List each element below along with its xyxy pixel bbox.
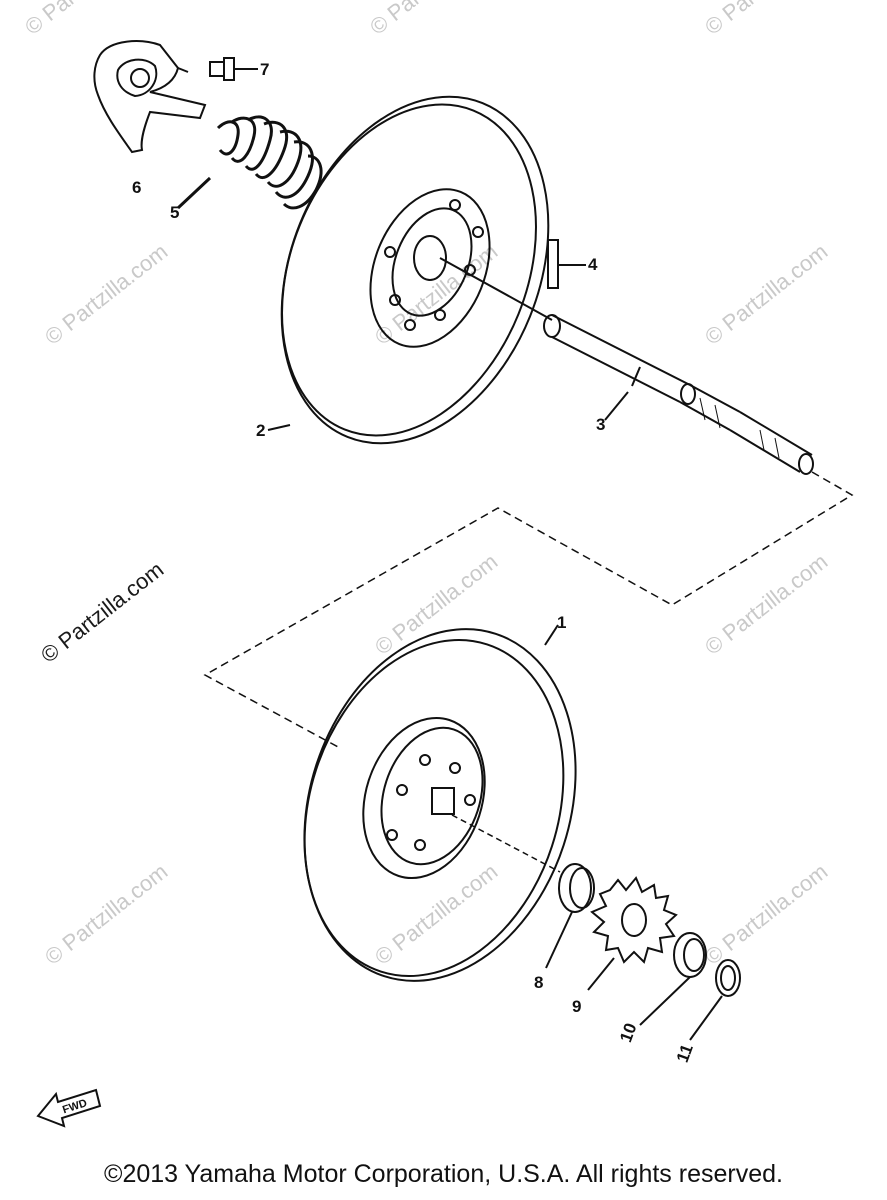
callout-6: 6 bbox=[132, 178, 141, 197]
callout-10: 10 bbox=[616, 1021, 640, 1045]
part-5-spring bbox=[176, 115, 323, 210]
callout-3: 3 bbox=[596, 415, 605, 434]
callout-7: 7 bbox=[260, 60, 269, 79]
part-11-washer bbox=[689, 959, 741, 1041]
callout-8: 8 bbox=[534, 973, 543, 992]
assembly-outline bbox=[203, 471, 854, 749]
callout-2: 2 bbox=[256, 421, 265, 440]
callout-5: 5 bbox=[170, 203, 179, 222]
part-9-sprocket bbox=[587, 876, 678, 991]
part-2-sheave bbox=[267, 95, 550, 445]
forward-arrow-icon: FWD bbox=[34, 1080, 104, 1130]
copyright-notice: ©2013 Yamaha Motor Corporation, U.S.A. A… bbox=[104, 1160, 783, 1188]
callout-9: 9 bbox=[572, 997, 581, 1016]
callout-4: 4 bbox=[588, 255, 598, 274]
part-3-shaft bbox=[439, 257, 814, 475]
part-7-bolt bbox=[209, 57, 258, 81]
part-6-bracket bbox=[93, 40, 207, 154]
part-4-pin bbox=[547, 239, 586, 289]
part-10-washer bbox=[639, 932, 707, 1026]
callout-11: 11 bbox=[673, 1042, 697, 1065]
callout-1: 1 bbox=[557, 613, 566, 632]
part-8-collar bbox=[545, 863, 595, 969]
part-1-sheave bbox=[303, 624, 577, 982]
